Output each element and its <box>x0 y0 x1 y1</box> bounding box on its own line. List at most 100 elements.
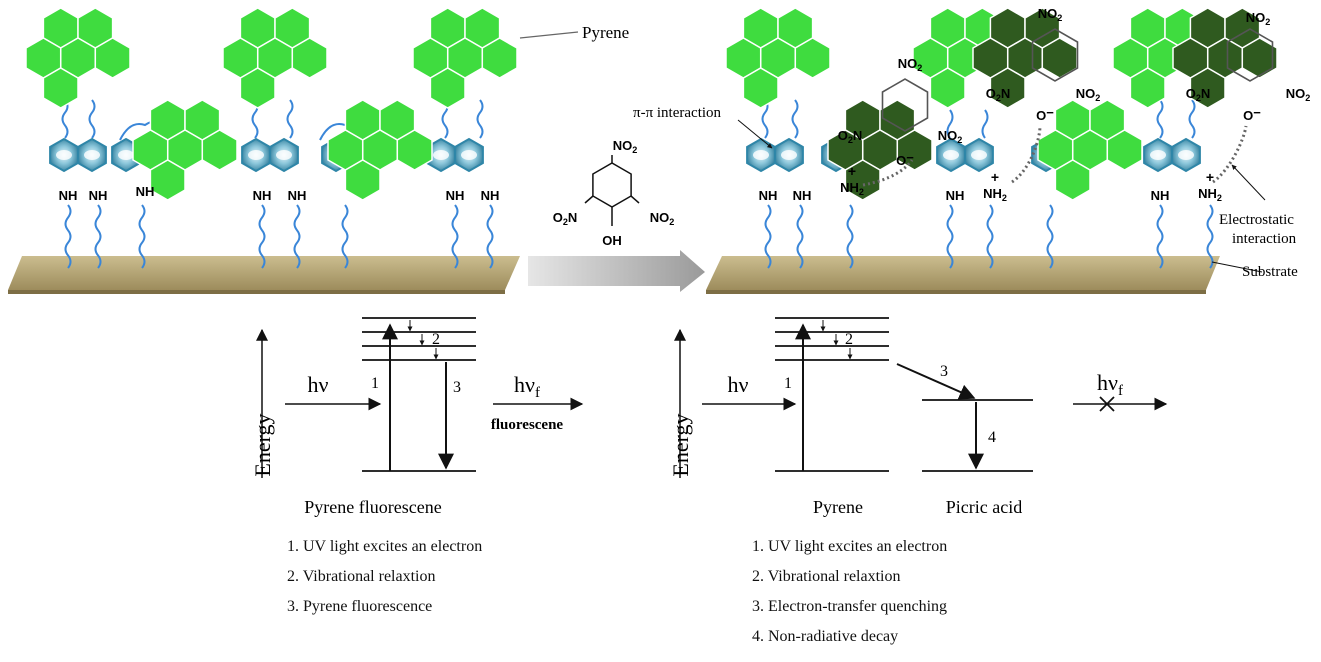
nh2-label: NH2 <box>1198 186 1222 203</box>
ring-highlight <box>56 150 72 160</box>
hexagon-ring <box>42 67 79 109</box>
hv-label-left: hν <box>308 372 329 397</box>
linker-chain <box>1156 99 1164 139</box>
pyrene-label: Pyrene <box>582 23 629 42</box>
electrostatic-label-1: Electrostatic <box>1219 212 1294 228</box>
pyrene-energy-levels <box>775 317 889 472</box>
ring-highlight <box>943 150 959 160</box>
left-step-list: 1. UV light excites an electron 2. Vibra… <box>287 532 482 622</box>
alkyl-chain <box>94 204 102 269</box>
alkyl-chain <box>1156 204 1164 269</box>
substrate-left <box>8 256 520 294</box>
alkyl-chains <box>61 99 1214 269</box>
ring-highlight <box>461 150 477 160</box>
picric-acid-structure <box>584 155 640 226</box>
right-step-item: 1. UV light excites an electron <box>752 538 948 555</box>
alkyl-chain <box>846 204 854 269</box>
hvf-label-right: hνf <box>1097 370 1123 399</box>
relaxation-arrows-2 <box>407 320 439 360</box>
o-minus-label: O− <box>1036 105 1054 123</box>
no2-label: NO2 <box>1076 86 1101 103</box>
pyrene-left-stacked-2 <box>327 99 433 201</box>
pyrene-left-2 <box>222 7 328 109</box>
substrate-right <box>706 256 1220 294</box>
pyrene-right-stacked <box>1037 99 1143 201</box>
step-1-label-right: 1 <box>784 375 792 392</box>
substrate-callout-line <box>1211 261 1263 273</box>
energy-levels <box>362 317 476 472</box>
linker-chain <box>791 99 799 139</box>
nh2-label: NH2 <box>840 180 864 197</box>
electrostatic-dotted-links <box>862 125 1248 187</box>
ring-highlight <box>433 150 449 160</box>
no2-label: NO2 <box>1246 10 1271 27</box>
naphthalene-left-2 <box>241 137 299 173</box>
pyrene-left-3 <box>412 7 518 109</box>
right-step-item: 2. Vibrational relaxtion <box>752 568 901 585</box>
ring-highlight <box>971 150 987 160</box>
ring-highlight <box>276 150 292 160</box>
energy-axis-label-right: Energy <box>668 413 693 476</box>
caption-picric-acid: Picric acid <box>946 497 1022 517</box>
nh-label: NH <box>1151 188 1170 203</box>
no2-label: NO2 <box>938 128 963 145</box>
right-energy-diagram <box>674 317 1168 478</box>
hexagon-ring <box>481 37 518 79</box>
nh-label: NH <box>793 188 812 203</box>
pi-pi-callout-arrow <box>737 119 773 149</box>
fluorescence-word: fluorescene <box>491 417 564 433</box>
alkyl-chain <box>796 204 804 269</box>
hexagon-ring <box>239 67 276 109</box>
hexagon-ring <box>94 37 131 79</box>
nh-label: NH <box>946 188 965 203</box>
picric-o2n-left: O2N <box>553 210 578 227</box>
nh-label: NH <box>288 188 307 203</box>
nh2-label: NH2 <box>983 186 1007 203</box>
step-3-label-right: 3 <box>940 363 948 380</box>
hexagon-ring <box>396 129 433 171</box>
hexagon-ring <box>844 159 881 201</box>
picric-benzene-3 <box>1226 28 1274 82</box>
hexagon-ring <box>1129 67 1166 109</box>
plus-charge: + <box>1206 169 1214 185</box>
naphthalene-right-4 <box>1143 137 1201 173</box>
energy-axis-label-left: Energy <box>250 413 275 476</box>
plus-charge: + <box>991 169 999 185</box>
right-step-item: 3. Electron-transfer quenching <box>752 598 948 615</box>
alkyl-chain <box>341 204 349 269</box>
hexagon-ring <box>149 159 186 201</box>
electrostatic-callout-arrow <box>1231 164 1266 201</box>
hexagon-ring <box>896 129 933 171</box>
alkyl-chain <box>486 204 494 269</box>
right-step-list: 1. UV light excites an electron 2. Vibra… <box>752 532 947 652</box>
substrate-label: Substrate <box>1242 264 1298 280</box>
o2n-label: O2N <box>1186 86 1211 103</box>
step-2-label-right: 2 <box>845 331 853 348</box>
caption-pyrene-fluorescence: Pyrene fluorescene <box>304 497 441 517</box>
electrostatic-label-2: interaction <box>1232 231 1297 247</box>
picric-benzene-2 <box>1031 28 1079 82</box>
blocked-cross-icon <box>1099 396 1115 412</box>
hexagon-ring <box>429 67 466 109</box>
o2n-label: O2N <box>838 128 863 145</box>
nh-label: NH <box>59 188 78 203</box>
pi-pi-interaction-label: π-π interaction <box>633 105 722 121</box>
nh-label: NH <box>253 188 272 203</box>
alkyl-chain <box>1046 204 1054 269</box>
linker-chain <box>946 109 954 139</box>
nh-label: NH <box>446 188 465 203</box>
caption-pyrene: Pyrene <box>813 497 863 517</box>
alkyl-chain <box>293 204 301 269</box>
no2-label: NO2 <box>1286 86 1311 103</box>
picric-acid-units <box>827 7 1278 201</box>
left-step-item: 3. Pyrene fluorescence <box>287 598 433 615</box>
alkyl-chain <box>1206 204 1214 269</box>
pyrene-left-stacked-1 <box>132 99 238 201</box>
naphthalene-right-0 <box>746 137 804 173</box>
hexagon-ring <box>1054 159 1091 201</box>
alkyl-chain <box>258 204 266 269</box>
linker-chain <box>88 99 96 139</box>
hexagon-ring <box>1189 67 1226 109</box>
pyrene-left-1 <box>25 7 131 109</box>
